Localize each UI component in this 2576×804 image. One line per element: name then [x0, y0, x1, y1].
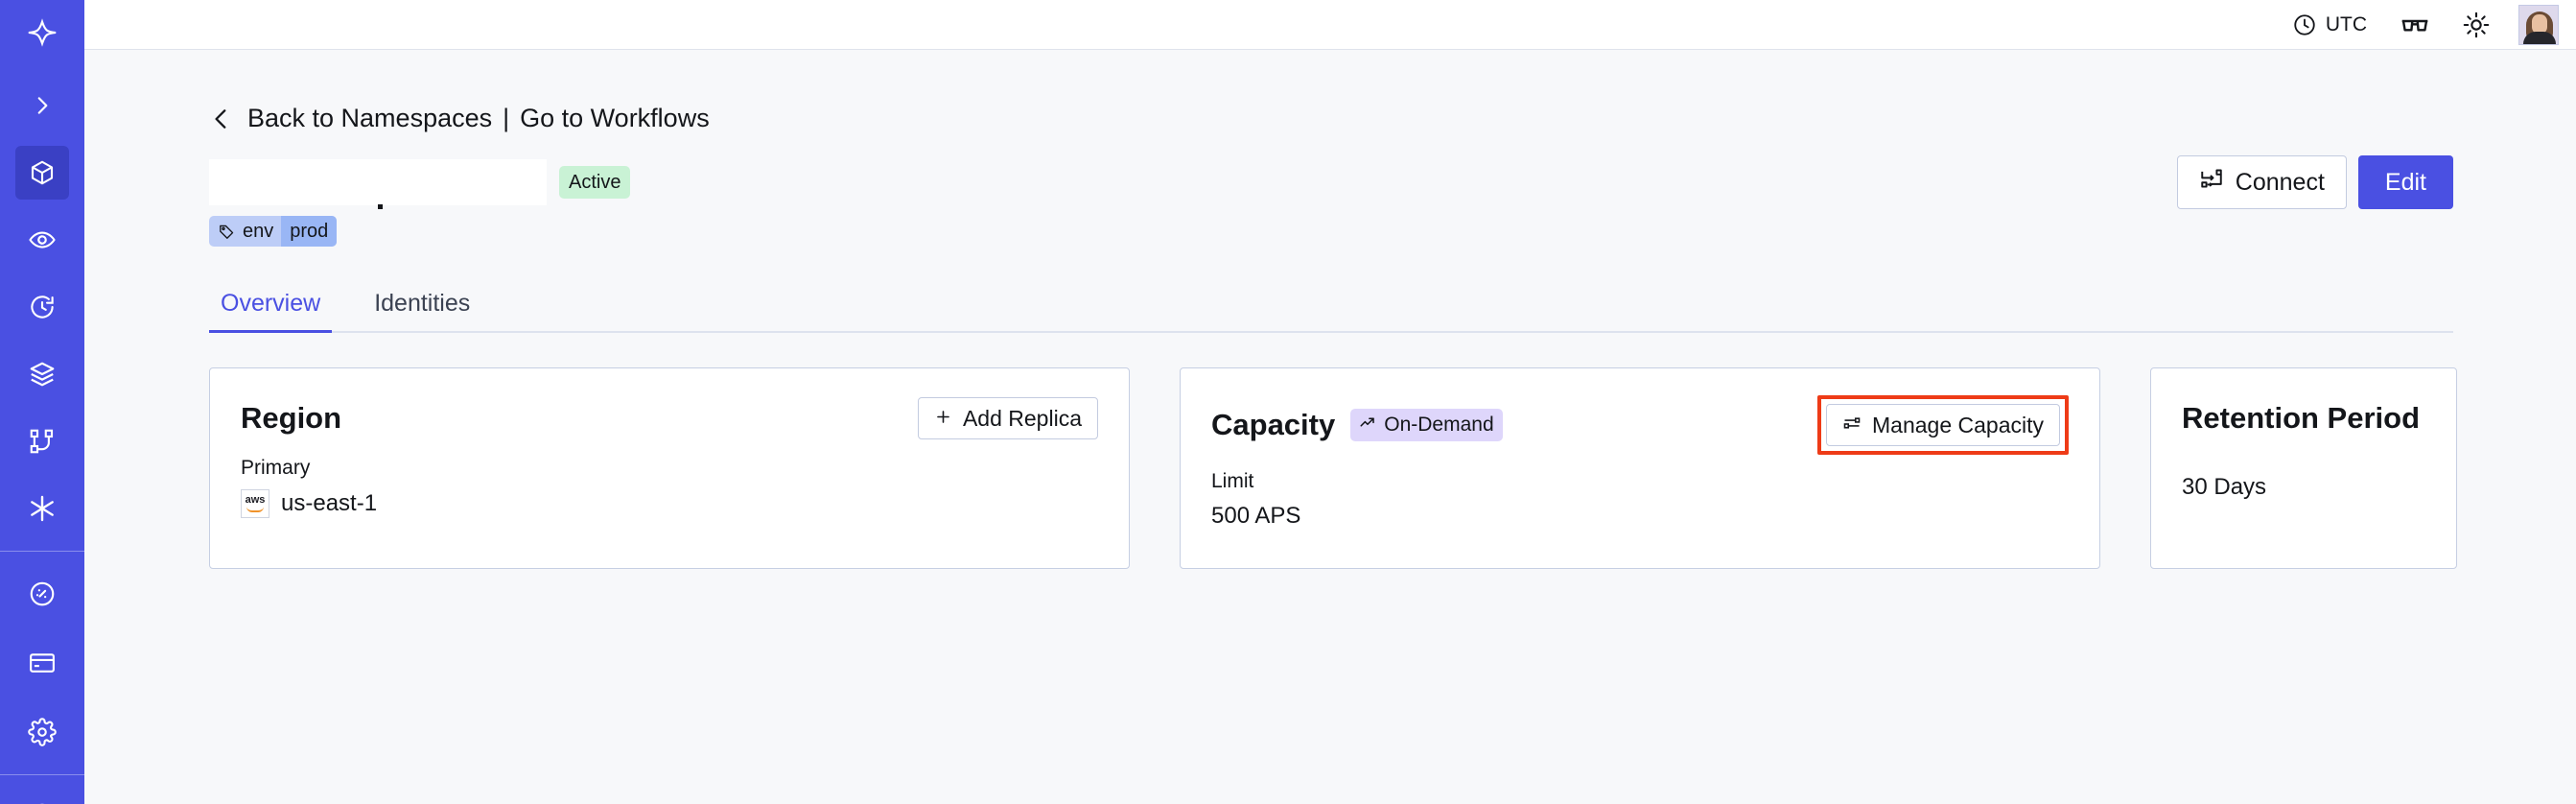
on-demand-badge: On-Demand	[1350, 409, 1503, 441]
region-card: Region Add Replica	[209, 367, 1130, 569]
on-demand-label: On-Demand	[1384, 414, 1494, 436]
sidebar-item-schedules[interactable]	[15, 280, 69, 334]
timezone-selector[interactable]: UTC	[2288, 6, 2371, 44]
region-card-title: Region	[241, 401, 342, 435]
retention-card-header: Retention Period	[2182, 395, 2425, 441]
sidebar-item-namespaces[interactable]	[15, 146, 69, 200]
sidebar-item-billing[interactable]	[15, 636, 69, 690]
sidebar-item-observability[interactable]	[15, 213, 69, 267]
sidebar-item-help-icon[interactable]	[15, 789, 69, 804]
chevron-left-icon[interactable]	[209, 106, 234, 131]
capacity-limit-value: 500 APS	[1211, 503, 1301, 529]
sidebar-item-usage[interactable]	[15, 567, 69, 621]
tab-overview[interactable]: Overview	[209, 290, 333, 333]
sidebar-item-settings[interactable]	[15, 705, 69, 759]
sidebar-divider-bottom	[0, 774, 84, 775]
sun-icon[interactable]	[2459, 6, 2494, 44]
capacity-card-title: Capacity	[1211, 408, 1336, 441]
sidebar-item-nexus[interactable]	[15, 482, 69, 535]
tab-bar: Overview Identities	[209, 275, 2453, 333]
connect-button[interactable]: Connect	[2176, 155, 2347, 209]
status-badge: Active	[559, 166, 631, 199]
sidebar-item-workflows[interactable]	[15, 414, 69, 468]
tag-key: env	[243, 220, 274, 242]
aws-smile	[246, 507, 264, 512]
region-primary-value-row: aws us-east-1	[241, 489, 1098, 518]
capacity-card-header: Capacity On-Demand	[1211, 395, 2069, 455]
avatar[interactable]	[2518, 4, 2559, 45]
region-primary-label: Primary	[241, 457, 311, 479]
connect-flow-icon	[2199, 167, 2224, 199]
overview-cards: Region Add Replica	[209, 367, 2457, 569]
manage-capacity-highlight: Manage Capacity	[1817, 395, 2069, 455]
retention-card-title: Retention Period	[2182, 401, 2421, 435]
aws-icon: aws	[241, 489, 269, 518]
main-area: UTC	[84, 0, 2576, 804]
edit-button[interactable]: Edit	[2357, 155, 2453, 209]
retention-card: Retention Period 30 Days	[2150, 367, 2457, 569]
region-value: us-east-1	[281, 490, 378, 516]
add-replica-label: Add Replica	[962, 405, 1082, 431]
page-title	[209, 159, 547, 209]
page-content: Back to Namespaces | Go to Workflows Act…	[84, 50, 2576, 804]
region-card-action: Add Replica	[917, 397, 1098, 439]
tag-value: prod	[281, 216, 338, 247]
tab-identities[interactable]: Identities	[374, 290, 471, 317]
aws-icon-text: aws	[245, 494, 266, 506]
connect-button-label: Connect	[2235, 168, 2325, 196]
sidebar-item-task-queues[interactable]	[15, 347, 69, 401]
manage-capacity-button[interactable]: Manage Capacity	[1826, 404, 2060, 446]
namespace-header: Active	[209, 155, 2453, 209]
breadcrumb: Back to Namespaces | Go to Workflows	[209, 104, 2453, 133]
tag-row: env prod	[209, 216, 2453, 247]
temporal-logo-icon[interactable]	[15, 6, 69, 59]
chevron-right-icon[interactable]	[15, 79, 69, 132]
top-bar: UTC	[84, 0, 2576, 50]
trend-up-icon	[1359, 414, 1376, 437]
breadcrumb-separator: |	[503, 104, 510, 132]
title-period-mark	[378, 204, 383, 209]
edit-button-label: Edit	[2384, 168, 2426, 196]
sliders-icon	[1842, 413, 1862, 438]
avatar-face	[2532, 13, 2547, 35]
retention-value: 30 Days	[2182, 474, 2267, 500]
clock-icon	[2292, 12, 2317, 37]
sidebar	[0, 0, 84, 804]
manage-capacity-label: Manage Capacity	[1872, 412, 2044, 437]
breadcrumb-back-link[interactable]: Back to Namespaces	[247, 104, 493, 132]
namespace-tag[interactable]: env prod	[209, 216, 338, 247]
glasses-icon[interactable]	[2396, 6, 2434, 44]
avatar-body	[2523, 31, 2556, 44]
timezone-label: UTC	[2325, 12, 2367, 35]
region-card-header: Region Add Replica	[241, 395, 1098, 441]
sidebar-divider	[0, 551, 84, 552]
header-actions: Connect Edit	[2176, 155, 2453, 209]
tag-icon	[219, 224, 235, 240]
capacity-limit-label: Limit	[1211, 470, 1254, 492]
plus-icon	[934, 406, 952, 432]
add-replica-button[interactable]: Add Replica	[917, 397, 1098, 439]
breadcrumb-workflows-link[interactable]: Go to Workflows	[520, 104, 710, 132]
capacity-card: Capacity On-Demand	[1180, 367, 2100, 569]
